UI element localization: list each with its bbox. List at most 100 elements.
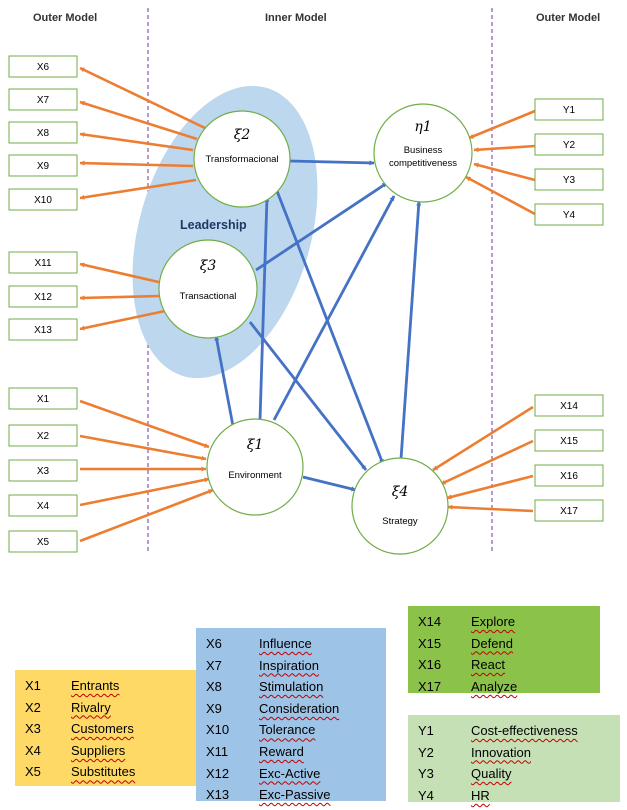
legend-row: X8 Stimulation [196,676,386,698]
svg-text:ξ3: ξ3 [200,258,217,274]
arrow-xi3-x11 [79,262,164,285]
legend-description: Cost-effectiveness [471,723,578,738]
svg-text:X1: X1 [37,394,50,405]
construct-transactional: ξ3 Transactional [158,239,258,339]
svg-text:Environment: Environment [228,470,282,481]
legend-code: X14 [418,614,442,629]
svg-text:X16: X16 [560,471,578,482]
svg-text:Transactional: Transactional [180,291,237,302]
svg-text:Y2: Y2 [563,140,576,151]
path-xi2-eta1 [289,159,375,166]
svg-text:X5: X5 [37,537,50,548]
indicator-x10: X10 [8,188,78,211]
legend-description: Tolerance [259,722,316,738]
arrow-y1-eta1 [468,109,536,140]
legend-row: X14 Explore [408,611,600,633]
svg-text:X13: X13 [34,325,52,336]
indicator-x12: X12 [8,285,78,308]
legend-code: X11 [206,743,229,759]
svg-text:X12: X12 [34,292,52,303]
legend-code: X13 [206,787,230,803]
leadership-label: Leadership [180,218,247,232]
indicator-x4: X4 [8,494,78,517]
legend-description: Rivalry [71,699,111,715]
legend-code: X2 [25,699,41,715]
svg-text:X8: X8 [37,128,50,139]
svg-text:X4: X4 [37,501,50,512]
svg-text:X15: X15 [560,436,578,447]
legend-row: X3 Customers [15,718,201,740]
svg-text:Transformacional: Transformacional [205,154,278,165]
arrow-xi2-x9 [79,160,194,168]
indicator-x16: X16 [534,464,604,487]
legend-code: X7 [206,657,222,673]
legend-description: Stimulation [259,679,324,695]
outer-model-right-header: Outer Model [536,12,601,24]
svg-text:ξ4: ξ4 [392,484,409,500]
legend-code: X17 [418,678,442,694]
legend-code: X1 [25,678,41,693]
indicator-x3: X3 [8,459,78,482]
legend-description: HR [471,787,490,803]
svg-text:Business: Business [404,145,443,156]
arrow-xi2-x6 [79,66,206,130]
legend-description: Consideration [259,700,340,716]
svg-text:Y3: Y3 [563,175,576,186]
indicator-x17: X17 [534,499,604,522]
arrow-xi3-x13 [79,309,166,331]
legend-row: X17 Analyze [408,676,600,698]
construct-transformacional: ξ2 Transformacional [193,110,291,208]
legend-description: Exc-Active [259,765,321,781]
legend-description: Customers [71,721,134,737]
legend-code: Y2 [418,744,434,760]
legend-code: X8 [206,679,222,695]
indicator-y3: Y3 [534,168,604,191]
svg-text:X14: X14 [560,401,578,412]
construct-environment: ξ1 Environment [206,418,304,516]
legend-code: X4 [25,742,41,758]
svg-text:ξ1: ξ1 [247,437,264,453]
path-xi1-xi3 [214,335,235,427]
legend-description: Explore [471,614,516,629]
legend-description: Analyze [471,678,518,694]
path-xi1-xi4 [302,475,357,492]
legend-code: X15 [418,635,442,651]
legend-row: X10 Tolerance [196,719,386,741]
arrow-x1-xi1 [79,399,210,449]
legend-code: X10 [206,722,230,738]
svg-text:X6: X6 [37,62,50,73]
svg-text:X10: X10 [34,195,52,206]
legend-code: X3 [25,721,41,737]
legend-row: X15 Defend [408,633,600,655]
arrow-y2-eta1 [473,144,536,153]
arrow-xi2-x10 [79,178,197,200]
legend-description: Defend [471,635,513,651]
svg-text:X11: X11 [34,258,51,269]
svg-text:Strategy: Strategy [382,516,418,527]
arrow-y3-eta1 [473,162,536,182]
arrow-x15-xi4 [440,439,534,486]
svg-text:X3: X3 [37,466,50,477]
path-xi1-eta1 [272,195,396,421]
indicator-x14: X14 [534,394,604,417]
svg-text:Y4: Y4 [563,210,576,221]
legend-description: Influence [259,636,312,651]
legend-code: X16 [418,657,442,673]
arrow-x14-xi4 [432,405,534,472]
legend-description: React [471,657,505,673]
svg-text:X17: X17 [560,506,578,517]
legend-description: Innovation [471,744,531,760]
svg-text:η1: η1 [414,119,431,135]
indicator-y2: Y2 [534,133,604,156]
indicator-x13: X13 [8,318,78,341]
svg-text:X2: X2 [37,431,50,442]
